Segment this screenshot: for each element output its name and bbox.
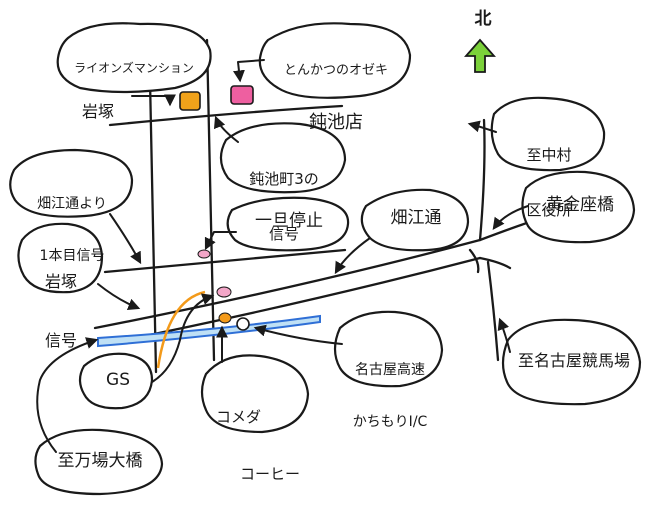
gas-station-label: GS: [106, 370, 130, 390]
nagoya-kosoku-line1: 名古屋高速: [355, 362, 425, 379]
komeda-line2: コーヒー: [239, 465, 300, 484]
bubble-komeda: [200, 354, 310, 434]
signal-ikeshita-line2: 信号: [268, 225, 299, 244]
north-label: 北: [474, 9, 492, 29]
lions-mansion-name: ライオンズマンション: [74, 60, 194, 75]
iwatsuka-signal-line2: 信号: [44, 330, 77, 350]
bubble-nagoya-keibajo: [501, 318, 642, 406]
upper-street: [108, 104, 344, 127]
road-to-keibajo: [486, 260, 500, 362]
signal-street: [103, 248, 347, 274]
hataedori-road-north-edge: [93, 238, 482, 330]
road-fork-east: [478, 256, 512, 270]
bubble-nagoya-kosoku: [333, 310, 444, 388]
signal-hataedori-label: 畑江通より 1本目信号: [14, 164, 130, 297]
arrow-signal-ikeshita: [214, 115, 239, 143]
komeda-line1: コメダ: [216, 407, 262, 426]
interchange-marker: [236, 317, 250, 331]
north-arrow: [464, 38, 496, 73]
iwatsuka-signal-line1: 岩塚: [44, 271, 77, 291]
tonkatsu-name: とんかつのオゼキ: [283, 62, 388, 78]
signal-ikeshita-line1: 鈍池町3の: [249, 169, 319, 188]
bubble-signal-ikeshita: [219, 122, 347, 194]
komeda-marker: [218, 312, 232, 324]
bubble-lions-mansion: [56, 22, 212, 94]
nagoya-kosoku-label: 名古屋高速 かちもりI/C: [340, 330, 440, 463]
tonkatsu-marker: [230, 85, 254, 105]
arrow-nagoya-keibajo: [497, 317, 511, 353]
arrow-tonkatsu: [232, 59, 265, 83]
bubble-koganezabashi: [521, 170, 636, 244]
route-line: [156, 290, 206, 369]
arrow-nakamura-ward: [467, 120, 497, 133]
river: [97, 314, 321, 348]
bubble-gas-station: [78, 352, 154, 410]
arrow-lions-mansion: [131, 94, 176, 107]
bubble-tonkatsu: [258, 22, 412, 99]
arrow-nagoya-kosoku: [253, 324, 343, 345]
nagoya-keibajo-label: 至名古屋競馬場: [517, 351, 630, 370]
arrow-hataedori: [334, 237, 371, 275]
nakamura-ward-line1: 至中村: [526, 145, 572, 164]
arrow-manbaohashi: [36, 337, 99, 453]
komeda-label: コメダ コーヒー: [208, 374, 306, 518]
arrow-gas-station: [151, 293, 215, 383]
tonkatsu-label: とんかつのオゼキ 鈍池店: [266, 34, 406, 163]
arrow-koganezabashi: [492, 205, 529, 230]
arrow-iwatsuka-signal: [97, 283, 141, 311]
signal-iwatsuka-marker: [216, 286, 232, 298]
bubble-iwatsuka-signal: [17, 222, 104, 294]
map-drawing: [9, 22, 642, 496]
bubble-nakamura-ward: [490, 96, 606, 172]
lions-mansion-area: 岩塚: [82, 101, 115, 121]
signal-stop-marker: [197, 249, 211, 259]
bubble-manbaohashi: [34, 428, 164, 496]
central-north-road: [205, 38, 216, 362]
signal-hataedori-line2: 1本目信号: [39, 248, 105, 265]
bubble-hataedori: [360, 188, 470, 252]
bubble-signal-hataedori: [9, 148, 134, 218]
road-to-nakamura: [478, 118, 486, 242]
lions-mansion-label: ライオンズマンション 岩塚: [64, 34, 204, 149]
road-fork-west: [468, 248, 480, 274]
tonkatsu-branch: 鈍池店: [309, 111, 363, 133]
ichiji-teishi-label: 一旦停止: [255, 211, 323, 231]
signal-ikeshita-label: 鈍池町3の 信号: [226, 136, 342, 278]
nakamura-ward-label: 至中村 区役所: [496, 112, 602, 254]
signal-hataedori-line1: 畑江通より: [37, 196, 107, 213]
hataedori-label: 畑江通: [390, 208, 442, 228]
koganezabashi-label: 黄金座橋: [546, 195, 614, 215]
arrow-ichiji-teishi: [204, 231, 237, 251]
nagoya-kosoku-line2: かちもりI/C: [352, 414, 428, 431]
markers: [179, 85, 254, 331]
arrow-signal-hataedori: [109, 213, 142, 265]
nakamura-ward-line2: 区役所: [526, 201, 572, 220]
manbaohashi-label: 至万場大橋: [57, 451, 143, 471]
mansion-marker: [179, 91, 201, 111]
north-arrow-icon: [464, 38, 496, 73]
iwatsuka-signal-label: 岩塚 信号: [22, 236, 100, 387]
hand-drawn-access-map: 北 ライオンズマンション 岩塚 とんかつのオゼキ 鈍池店 鈍池町3の 信号 畑江…: [9, 9, 642, 496]
pointer-arrows: [36, 59, 529, 453]
bubbles: [9, 22, 642, 496]
bubble-ichiji-teishi: [226, 196, 350, 252]
route: [156, 290, 206, 369]
